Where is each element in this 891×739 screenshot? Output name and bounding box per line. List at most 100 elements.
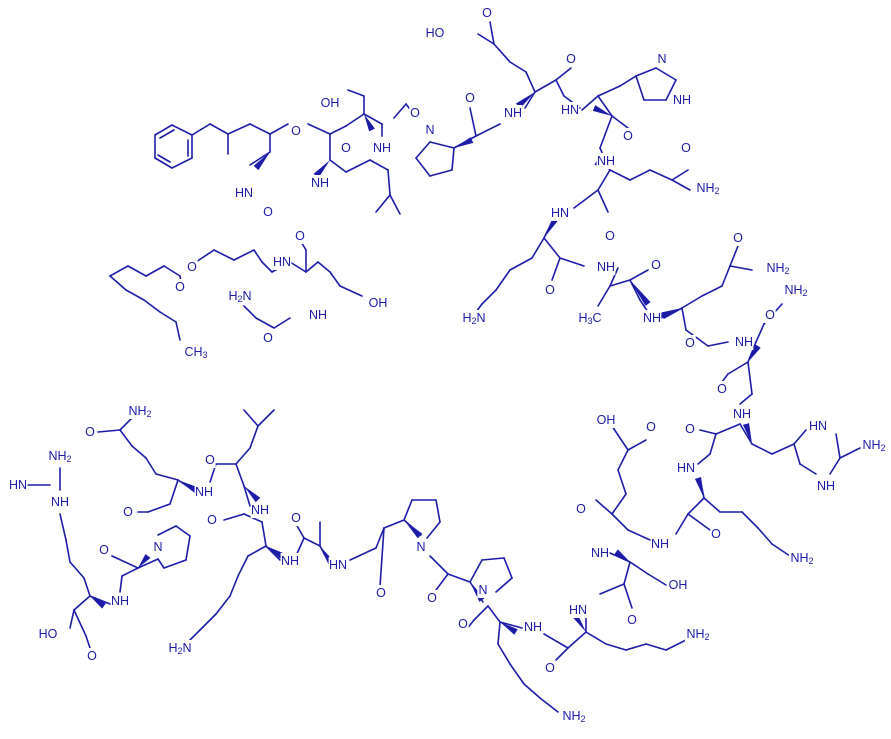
nh2-arg-2-label: NH2 bbox=[48, 449, 71, 464]
bond-150 bbox=[627, 529, 651, 541]
bond-205 bbox=[247, 545, 267, 557]
n-his-ring-label-bg bbox=[656, 51, 668, 67]
o-his-label-bg bbox=[622, 128, 634, 144]
bond-180 bbox=[473, 605, 489, 621]
o-pro-4-label: O bbox=[99, 543, 109, 557]
bond-183 bbox=[469, 559, 483, 583]
o-ala-2-label-bg bbox=[290, 510, 302, 526]
stereo-wedge-10 bbox=[748, 344, 761, 362]
bond-109 bbox=[629, 269, 649, 281]
bond-229 bbox=[169, 479, 179, 505]
bond-70 bbox=[493, 43, 511, 63]
o-pro-1-label-bg bbox=[464, 90, 476, 106]
o-arg-1-label: O bbox=[685, 422, 695, 436]
bond-195 bbox=[383, 519, 405, 529]
bond-248 bbox=[65, 539, 71, 563]
bond-184 bbox=[481, 557, 505, 561]
o-leu-1-label-bg bbox=[340, 140, 352, 156]
nh2-arg-1-label-bg bbox=[860, 437, 888, 453]
bond-155 bbox=[617, 449, 629, 471]
o-arg-2-label-bg bbox=[86, 648, 98, 664]
bond-179 bbox=[539, 697, 559, 713]
bond-163 bbox=[599, 583, 625, 595]
bond-233 bbox=[175, 525, 191, 537]
bond-197 bbox=[379, 527, 385, 587]
bond-93 bbox=[671, 179, 691, 191]
bond-89 bbox=[609, 169, 631, 181]
bond-108 bbox=[609, 279, 631, 287]
nh2-arg-1-label: NH2 bbox=[862, 438, 885, 453]
bond-196 bbox=[375, 527, 385, 549]
bond-91 bbox=[649, 169, 673, 181]
bond-10 bbox=[209, 123, 229, 135]
bond-235 bbox=[163, 559, 187, 569]
bond-120 bbox=[707, 341, 729, 347]
stereo-wedge-8 bbox=[630, 280, 651, 306]
bond-187 bbox=[447, 573, 471, 583]
o-pro-3-label: O bbox=[376, 586, 386, 600]
hn-lys-2-label: HN bbox=[677, 461, 695, 475]
stereo-wedge-20 bbox=[244, 486, 261, 503]
nh-gln-2-label-bg bbox=[642, 310, 662, 326]
bond-174 bbox=[487, 605, 501, 623]
o-ser-1-label-bg bbox=[409, 105, 421, 121]
bond-204 bbox=[265, 545, 281, 561]
h3c-ala-1-label: H3C bbox=[578, 311, 601, 326]
nh-lys-4-label: NH bbox=[524, 620, 542, 634]
nh-arg-1-label: NH bbox=[733, 407, 751, 421]
bond-158 bbox=[609, 552, 631, 563]
bond-78 bbox=[597, 85, 621, 97]
nh-lys-5-label-bg bbox=[280, 553, 300, 569]
bond-26 bbox=[345, 113, 365, 127]
bond-206 bbox=[237, 555, 249, 577]
n-pro-3-label-bg bbox=[415, 539, 427, 555]
o-phe-label: O bbox=[291, 124, 301, 138]
bond-63 bbox=[429, 141, 455, 149]
hn-phe-label: HN bbox=[235, 186, 253, 200]
bond-49 bbox=[289, 261, 307, 273]
o-ala-1-label-bg bbox=[650, 257, 662, 273]
nh-leu-2-label: NH bbox=[251, 503, 269, 517]
o-ala-2-label: O bbox=[291, 511, 301, 525]
bond-31 bbox=[393, 103, 407, 119]
bond-84 bbox=[635, 75, 645, 101]
o-gln-4-label-bg bbox=[84, 424, 96, 440]
o-lys-3-label: O bbox=[545, 661, 555, 675]
bond-117 bbox=[729, 265, 753, 271]
nh2-gln-4-label-bg bbox=[126, 403, 154, 419]
oh-ser-1-label: OH bbox=[321, 96, 340, 110]
bond-126 bbox=[747, 361, 753, 395]
bond-58 bbox=[243, 305, 257, 319]
bond-104 bbox=[551, 257, 561, 281]
h2n-lys-1-label-bg bbox=[460, 310, 488, 326]
nh2-arg-2-label-bg bbox=[46, 448, 74, 464]
nh2-gln-2-label-bg bbox=[764, 260, 792, 276]
o-glu-1c-label-bg bbox=[565, 51, 577, 67]
bond-110 bbox=[629, 279, 641, 301]
bond-14 bbox=[269, 123, 289, 135]
nh-ala-1-label-bg bbox=[596, 259, 616, 275]
o-ester-label-bg bbox=[186, 259, 198, 275]
bond-45 bbox=[175, 321, 181, 341]
bond-226 bbox=[119, 429, 133, 447]
hn-lys-1-label-bg bbox=[550, 205, 570, 221]
bond-50 bbox=[305, 261, 319, 273]
bond-238 bbox=[121, 567, 139, 577]
bond-237 bbox=[137, 558, 159, 569]
bond-186 bbox=[495, 577, 513, 593]
bond-152 bbox=[595, 499, 613, 515]
o-gln-1-label: O bbox=[681, 141, 691, 155]
nh2-gln-3-label: NH2 bbox=[784, 283, 807, 298]
stereo-wedge-21 bbox=[178, 480, 198, 493]
nh2-gln-1-label: NH2 bbox=[696, 181, 719, 196]
bond-157 bbox=[611, 425, 629, 451]
bond-94 bbox=[597, 169, 611, 191]
oh-ser-2-label-bg bbox=[368, 295, 388, 311]
o-lys-2-label-bg bbox=[710, 526, 722, 542]
bond-132 bbox=[739, 423, 753, 445]
nh2-lys-3-label-bg bbox=[684, 626, 712, 642]
nh-glu-1-label: NH bbox=[504, 106, 522, 120]
nh-gln-3-label: NH bbox=[735, 335, 753, 349]
